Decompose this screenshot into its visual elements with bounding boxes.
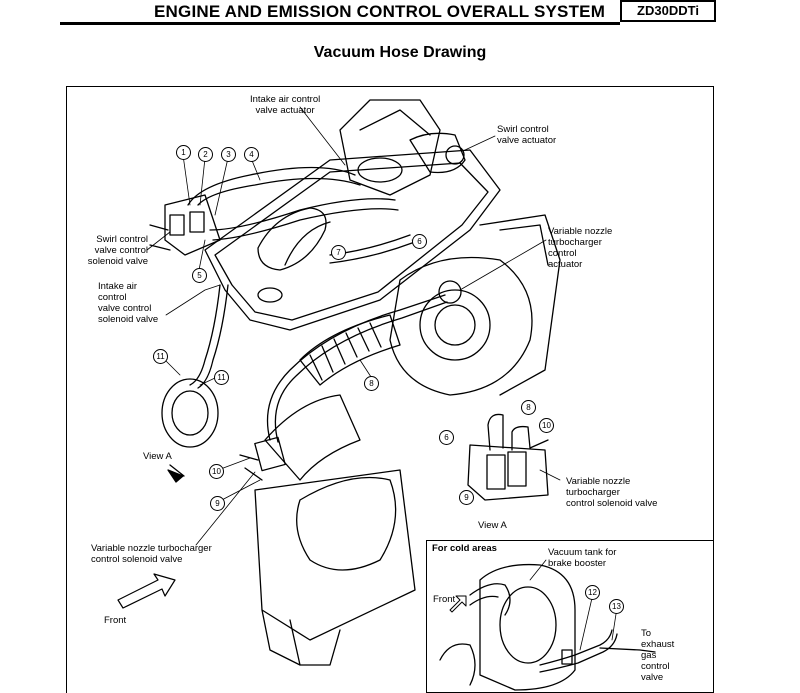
callout-1: 1 [176,145,191,160]
diagram-frame [66,86,714,693]
hose-1 [187,166,356,206]
label-front-inset: Front [433,594,456,605]
callout-12: 12 [585,585,600,600]
inset-brake-booster [479,563,576,691]
label-view-a-arrow: View A [143,451,172,462]
turbo-solenoid-main [254,436,286,472]
vacuum-tank [161,378,219,448]
callout-3: 3 [221,147,236,162]
hose-3 [209,198,396,231]
callout-8: 8 [364,376,379,391]
front-arrow-inset [449,595,467,613]
callout-10: 10 [209,464,224,479]
callout-10-view-a: 10 [539,418,554,433]
callout-9-view-a: 9 [459,490,474,505]
callout-9: 9 [210,496,225,511]
header-rule [60,22,620,25]
swirl-actuator-body [409,132,466,174]
callout-4: 4 [244,147,259,162]
solenoid-cluster [164,194,221,256]
callout-11-lower: 11 [214,370,229,385]
air-cleaner [254,469,416,641]
model-tag: ZD30DDTi [620,0,716,22]
view-a-arrow-shape [167,464,185,483]
callout-13: 13 [609,599,624,614]
callout-6-view-a: 6 [439,430,454,445]
intake-actuator-body [339,99,441,196]
callout-11-upper: 11 [153,349,168,364]
inset-hose-12 [539,629,613,666]
callout-8-view-a: 8 [521,400,536,415]
hose-8 [189,284,221,386]
turbocharger-housing [389,256,533,396]
front-arrow-main [117,573,176,609]
drawing-title: Vacuum Hose Drawing [313,44,487,61]
label-front-main: Front [104,615,127,626]
page-header-title: ENGINE AND EMISSION CONTROL OVERALL SYST… [154,2,606,21]
callout-2: 2 [198,147,213,162]
callout-6: 6 [412,234,427,249]
intake-hose [299,314,401,386]
inset-hose-13 [599,647,656,653]
air-duct [264,394,361,481]
hose-turbo [266,294,446,441]
inset-title: For cold areas [432,543,497,554]
engine-top-cover [204,149,501,331]
label-view-a-caption: View A [478,520,507,531]
callout-7: 7 [331,245,346,260]
callout-5: 5 [192,268,207,283]
view-a-solenoid [467,444,549,501]
